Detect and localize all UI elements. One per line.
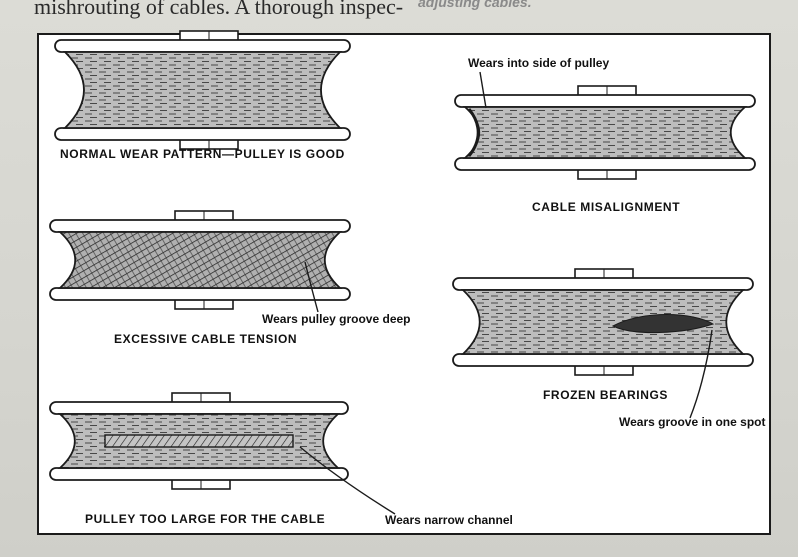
groove-body bbox=[62, 51, 343, 129]
leader-side-wear bbox=[479, 71, 487, 109]
note-deep-groove: Wears pulley groove deep bbox=[262, 312, 411, 326]
groove-body bbox=[460, 289, 746, 355]
flange-bottom bbox=[49, 467, 349, 481]
groove-body bbox=[462, 106, 748, 159]
note-one-spot: Wears groove in one spot bbox=[619, 415, 766, 429]
note-side-wear: Wears into side of pulley bbox=[468, 56, 610, 70]
flange-bottom bbox=[454, 157, 756, 171]
flange-bottom bbox=[49, 287, 351, 301]
caption-cable-misalignment: CABLE MISALIGNMENT bbox=[532, 200, 681, 214]
caption-frozen-bearings: FROZEN BEARINGS bbox=[543, 388, 669, 402]
flange-top bbox=[454, 94, 756, 108]
pulley-misalignment bbox=[454, 85, 756, 180]
pulley-frozen bbox=[452, 268, 754, 376]
note-narrow-channel: Wears narrow channel bbox=[385, 513, 513, 527]
flange-top bbox=[49, 401, 349, 415]
leader-one-spot bbox=[689, 329, 713, 419]
flange-top bbox=[452, 277, 754, 291]
caption-pulley-too-large: PULLEY TOO LARGE FOR THE CABLE bbox=[85, 512, 326, 526]
narrow-channel bbox=[104, 434, 294, 448]
caption-normal-wear: NORMAL WEAR PATTERN—PULLEY IS GOOD bbox=[60, 147, 345, 161]
leader-narrow-channel bbox=[299, 446, 396, 515]
pulley-normal bbox=[54, 30, 351, 150]
side-wear bbox=[467, 108, 480, 157]
worn-spot bbox=[611, 314, 715, 334]
caption-excessive-tension: EXCESSIVE CABLE TENSION bbox=[114, 332, 298, 346]
flange-top bbox=[49, 219, 351, 233]
background-text-right: adjusting cables. bbox=[418, 0, 532, 10]
groove-body bbox=[57, 231, 343, 289]
background-text-left: mishrouting of cables. A thorough inspec… bbox=[34, 0, 404, 19]
leader-deep-groove bbox=[304, 261, 319, 313]
flange-bottom bbox=[54, 127, 351, 141]
pulley-large bbox=[49, 392, 349, 490]
pulley-tension bbox=[49, 210, 351, 310]
flange-top bbox=[54, 39, 351, 53]
